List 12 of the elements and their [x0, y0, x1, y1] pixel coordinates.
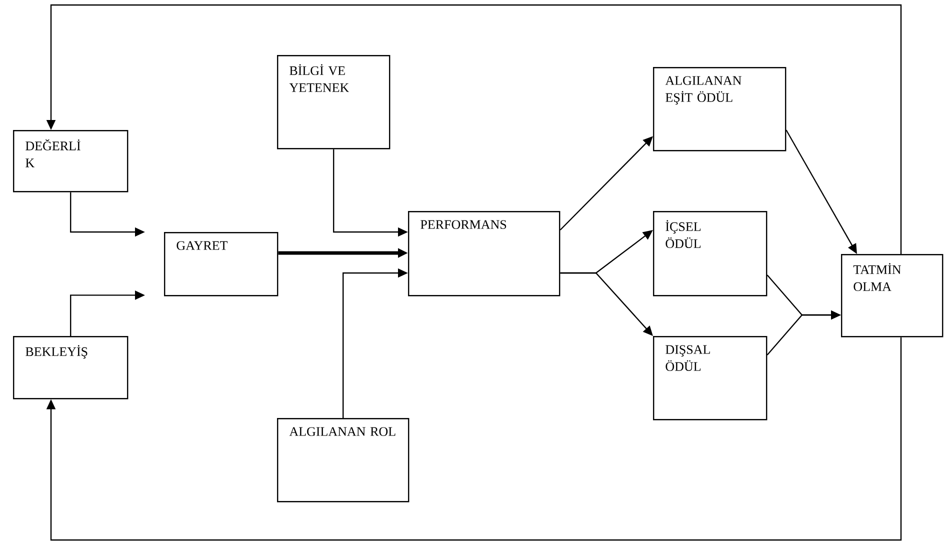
arrow [46, 337, 902, 541]
process-box: ALGILANAN EŞİT ÖDÜL [653, 67, 786, 152]
process-box: DEĞERLİ K [13, 130, 128, 192]
arrow [560, 272, 653, 336]
process-box: BİLGİ VE YETENEK [277, 55, 390, 150]
process-box: GAYRET [164, 232, 278, 296]
process-box: BEKLEYİŞ [13, 336, 128, 400]
process-box: İÇSEL ÖDÜL [653, 211, 768, 296]
process-box: DIŞSAL ÖDÜL [653, 336, 768, 420]
process-box: ALGILANAN ROL [277, 418, 410, 502]
process-box: TATMİN OLMA [841, 254, 944, 338]
process-box: PERFORMANS [408, 211, 560, 296]
